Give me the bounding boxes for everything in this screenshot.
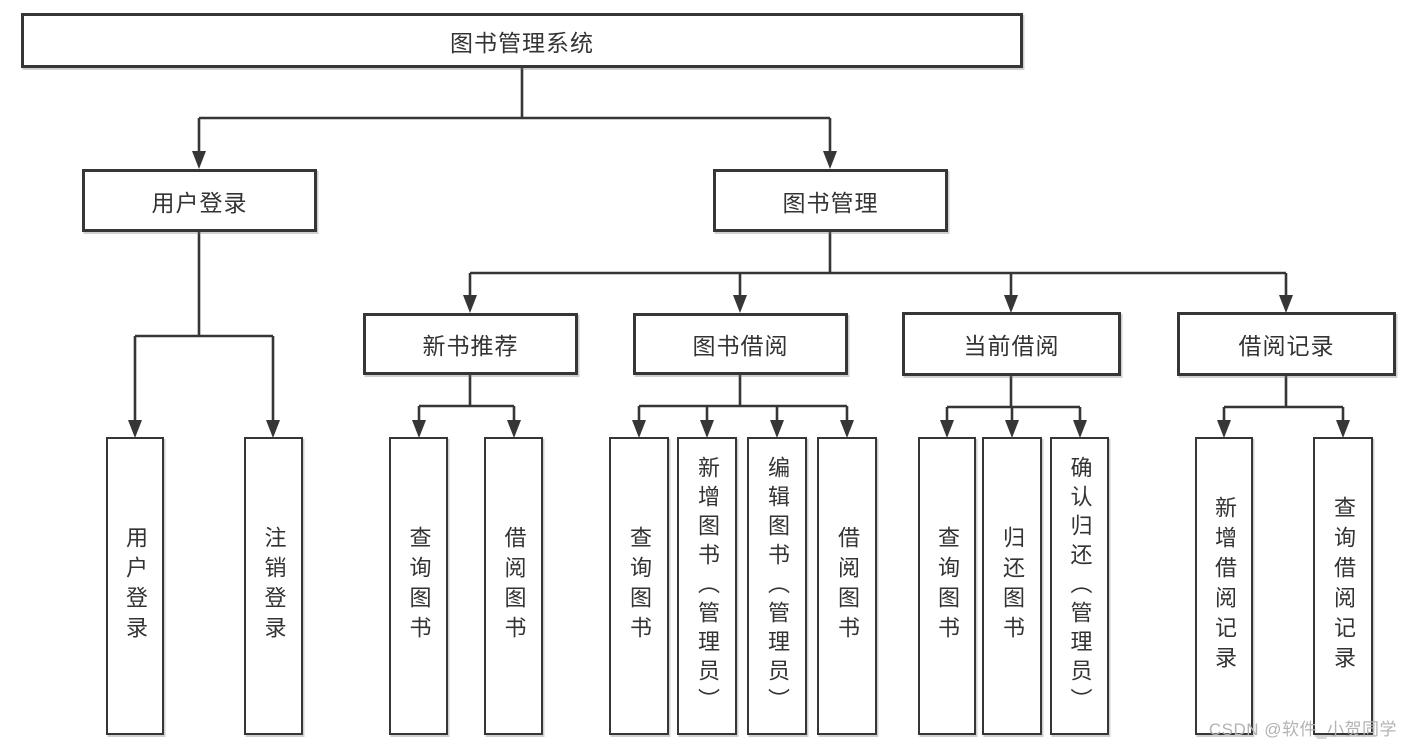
node-user-login: 用户登录 (82, 169, 317, 232)
leaf-query-borrow-record-label: 查询借阅记录 (1331, 496, 1356, 676)
node-borrowing-records: 借阅记录 (1177, 312, 1396, 376)
node-book-management: 图书管理 (713, 169, 948, 232)
leaf-confirm-return-admin-label: 确认归还（管理员） (1067, 455, 1093, 717)
node-current-borrowing-label: 当前借阅 (963, 333, 1060, 359)
leaf-recommend-borrow-books-label: 借阅图书 (501, 526, 527, 646)
leaf-edit-books-admin: 编辑图书（管理员） (747, 437, 807, 735)
leaf-confirm-return-admin: 确认归还（管理员） (1050, 437, 1109, 735)
leaf-recommend-borrow-books: 借阅图书 (484, 437, 543, 735)
leaf-query-borrow-record: 查询借阅记录 (1313, 437, 1373, 735)
leaf-recommend-query-books-label: 查询图书 (406, 526, 432, 646)
leaf-borrowing-borrow-books-label: 借阅图书 (835, 526, 860, 646)
node-user-login-label: 用户登录 (151, 189, 248, 216)
leaf-borrowing-query-books-label: 查询图书 (627, 526, 652, 646)
node-root-label: 图书管理系统 (450, 29, 594, 56)
leaf-recommend-query-books: 查询图书 (389, 437, 448, 735)
leaf-logout-label: 注销登录 (261, 526, 287, 646)
node-new-book-recommend-label: 新书推荐 (422, 333, 519, 359)
leaf-add-books-admin-label: 新增图书（管理员） (695, 455, 720, 717)
leaf-return-books-label: 归还图书 (1000, 526, 1025, 646)
leaf-current-query-books-label: 查询图书 (935, 526, 960, 646)
leaf-user-login-label: 用户登录 (123, 526, 148, 646)
leaf-add-borrow-record-label: 新增借阅记录 (1212, 496, 1237, 676)
csdn-watermark: CSDN @软件_小贺同学 (1208, 720, 1397, 739)
leaf-borrowing-query-books: 查询图书 (609, 437, 669, 735)
node-book-borrowing: 图书借阅 (633, 313, 848, 375)
node-root: 图书管理系统 (21, 13, 1023, 68)
node-current-borrowing: 当前借阅 (902, 312, 1121, 376)
leaf-logout: 注销登录 (244, 437, 303, 735)
leaf-add-borrow-record: 新增借阅记录 (1195, 437, 1253, 735)
leaf-borrowing-borrow-books: 借阅图书 (817, 437, 877, 735)
leaf-current-query-books: 查询图书 (918, 437, 976, 735)
node-book-borrowing-label: 图书借阅 (692, 333, 789, 359)
node-book-management-label: 图书管理 (782, 189, 879, 216)
leaf-return-books: 归还图书 (982, 437, 1042, 735)
node-new-book-recommend: 新书推荐 (363, 313, 578, 375)
leaf-edit-books-admin-label: 编辑图书（管理员） (765, 455, 790, 717)
leaf-user-login: 用户登录 (106, 437, 164, 735)
node-borrowing-records-label: 借阅记录 (1238, 333, 1335, 359)
leaf-add-books-admin: 新增图书（管理员） (677, 437, 737, 735)
